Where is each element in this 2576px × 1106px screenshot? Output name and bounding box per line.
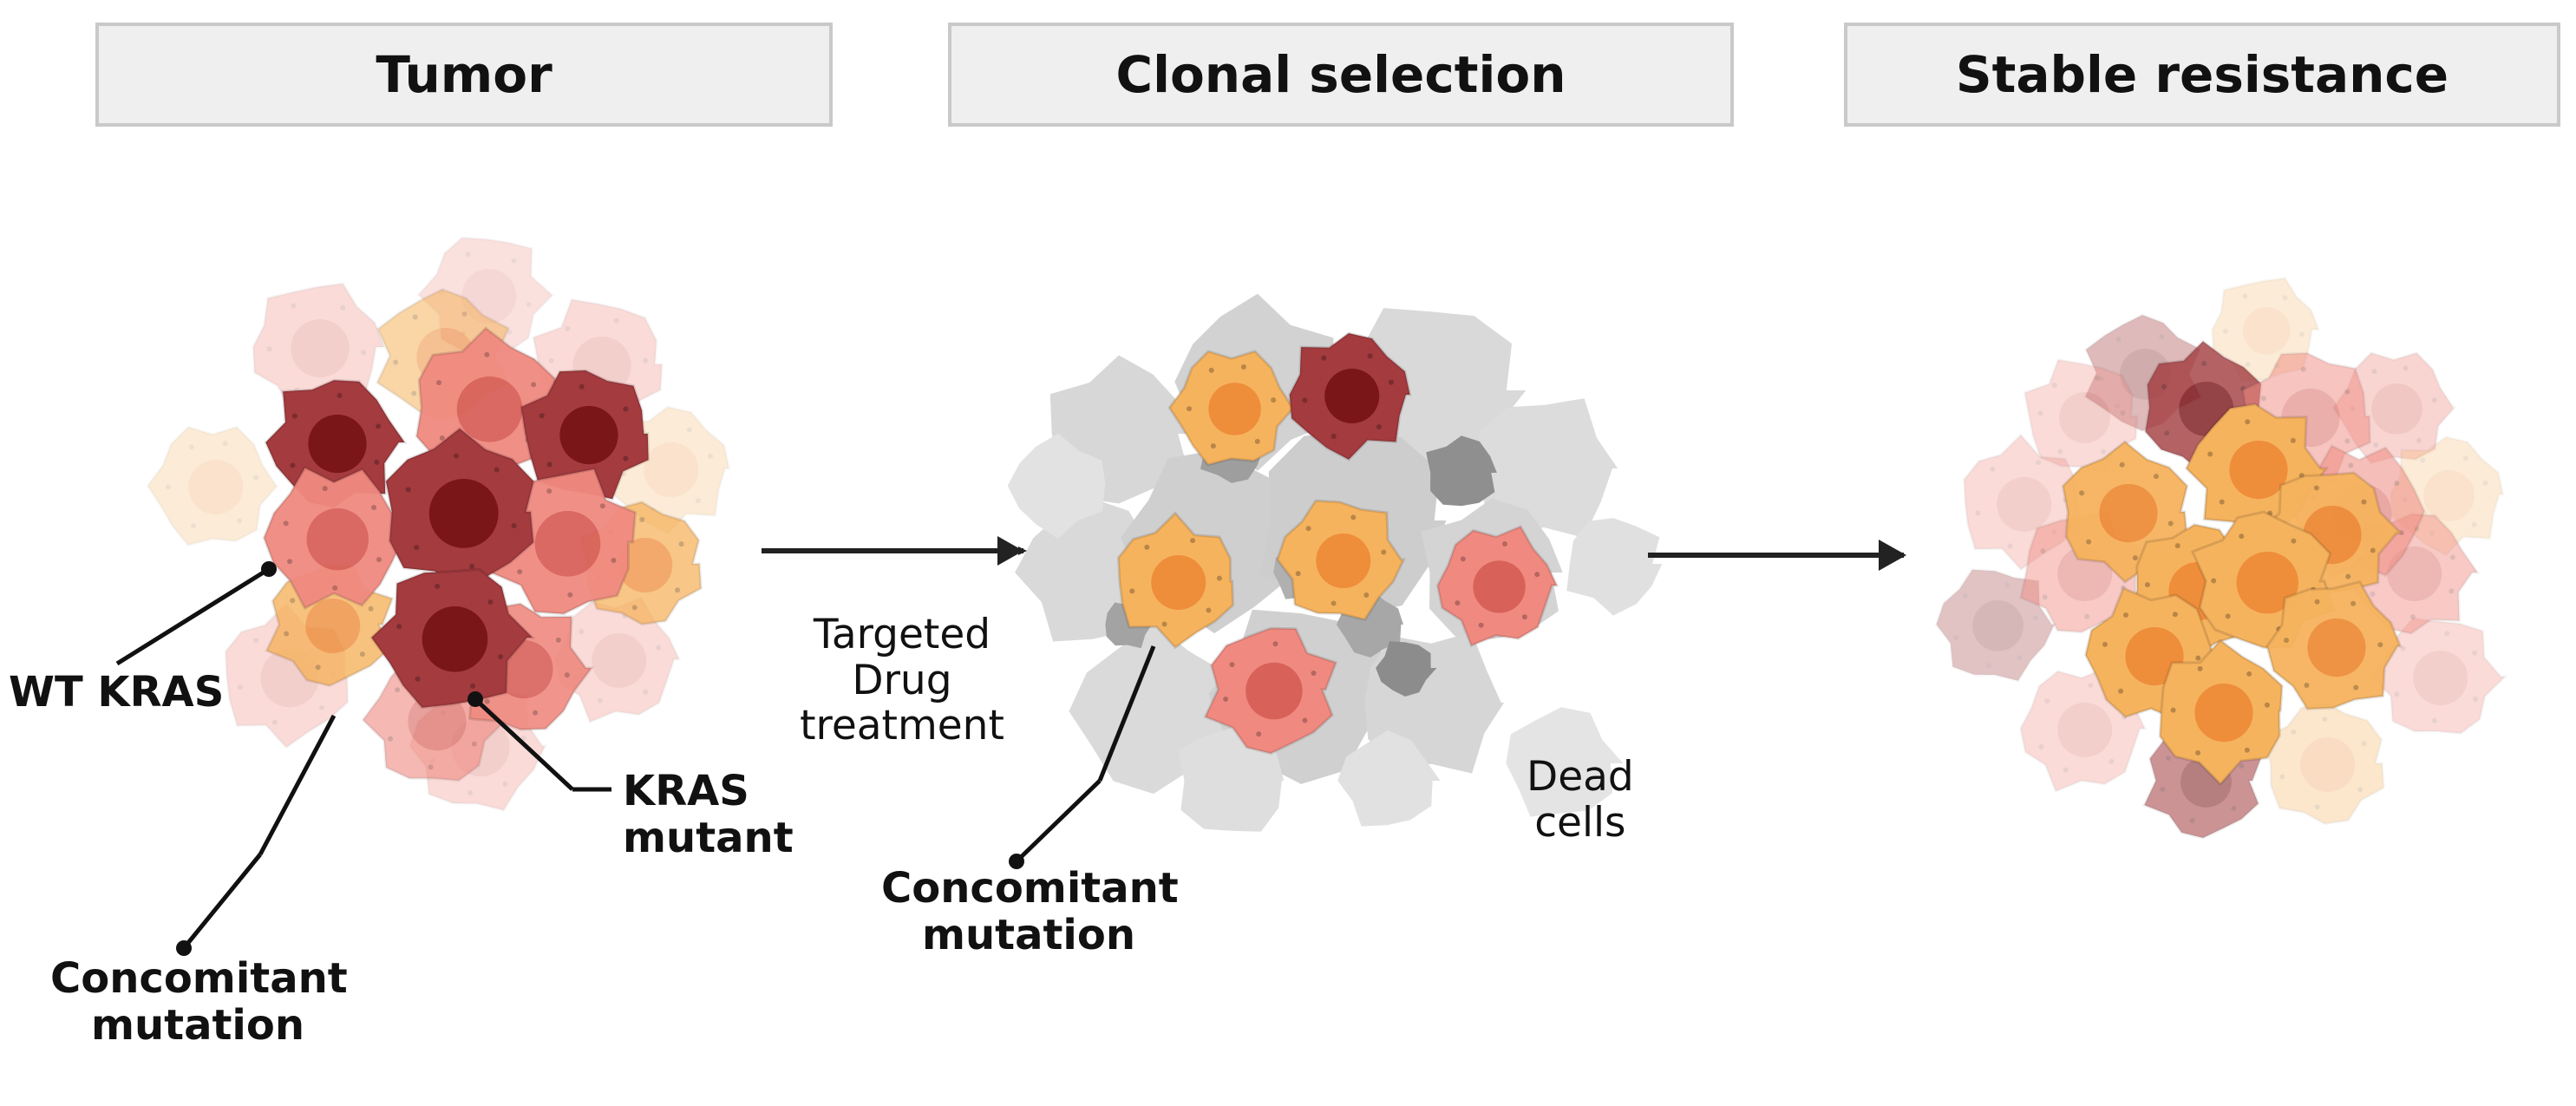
dead-cell <box>1477 398 1618 538</box>
stage-title-clonal-selection: Clonal selection <box>1115 45 1566 104</box>
wt-kras-cell <box>1964 435 2079 570</box>
dead-cell <box>1506 707 1624 817</box>
wt-kras-cell <box>252 283 384 410</box>
concomitant-mutation-cell <box>1276 499 1406 622</box>
wt-kras-cell <box>554 598 679 723</box>
concomitant-mutation-cell <box>2263 701 2384 824</box>
kras-mutant-cell <box>1936 569 2055 681</box>
stage-title-stable-resistance: Stable resistance <box>1955 45 2449 104</box>
stable-resistance-cell-cluster <box>1936 278 2506 840</box>
wt-kras-cell <box>262 466 406 611</box>
label-wt-kras: WT KRAS <box>9 668 225 717</box>
concomitant-mutation-cell <box>1116 511 1235 650</box>
wt-kras-cell <box>2370 618 2506 734</box>
wt-kras-cell <box>1435 525 1559 648</box>
tumor-cell-cluster <box>147 238 729 810</box>
dead-cell <box>1178 728 1285 832</box>
dead-cell <box>1426 435 1497 507</box>
stage-header-clonal-selection: Clonal selection <box>948 23 1734 127</box>
clonal-selection-cell-cluster <box>1007 293 1663 832</box>
concomitant-mutation-cell <box>2158 638 2284 786</box>
arrowhead-2 <box>1879 540 1906 571</box>
concomitant-mutation-cell <box>1167 350 1297 467</box>
leader-kras-mutant <box>467 691 611 792</box>
dead-cell <box>1337 730 1441 827</box>
concomitant-mutation-cell <box>2390 436 2503 555</box>
kras-mutant-cell <box>264 378 408 509</box>
stage-header-tumor: Tumor <box>95 23 833 127</box>
leader-wt-kras <box>115 561 277 666</box>
wt-kras-cell <box>1203 626 1338 756</box>
stage-header-stable-resistance: Stable resistance <box>1844 23 2560 127</box>
kras-mutant-cell <box>1288 331 1412 461</box>
kras-mutant-cell <box>520 369 651 501</box>
arrowhead-1 <box>997 536 1023 566</box>
dead-cell <box>1566 518 1663 616</box>
wt-kras-cell <box>2024 359 2138 474</box>
stage-title-tumor: Tumor <box>376 45 552 104</box>
kras-mutant-cell <box>369 567 536 710</box>
leader-concomitant-1 <box>176 714 337 956</box>
concomitant-mutation-cell <box>147 427 278 546</box>
kras-mutant-cell <box>384 427 535 598</box>
dead-cell <box>1007 433 1106 539</box>
leader-concomitant-2 <box>1009 645 1156 869</box>
concomitant-mutation-cell <box>2265 579 2403 710</box>
dead-cell <box>1376 641 1437 697</box>
